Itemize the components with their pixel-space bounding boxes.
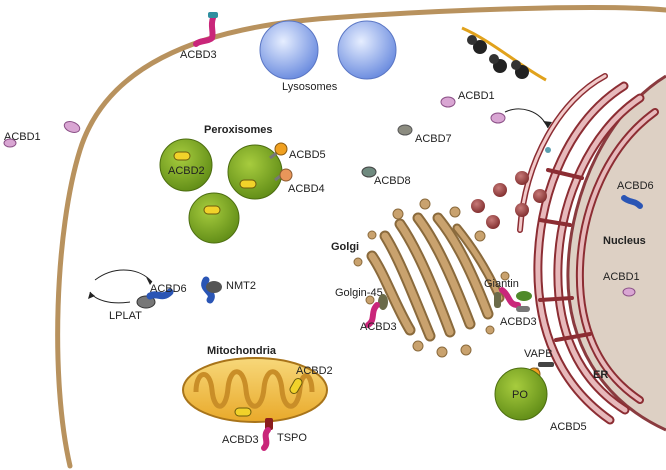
lysosomes-label: Lysosomes xyxy=(282,81,338,93)
microtubule-motors xyxy=(461,26,547,82)
acbd7-protein xyxy=(397,124,413,136)
vapb-label: VAPB xyxy=(524,348,553,360)
acbd4-protein xyxy=(274,168,293,182)
mitochondrion-cristae xyxy=(193,369,315,409)
transport-vesicles xyxy=(471,171,547,229)
lplat-arrow-bottom xyxy=(89,291,131,304)
acbd5-protein xyxy=(269,142,288,160)
acbd6-protein xyxy=(621,195,643,209)
acbd3-golgi-right-label: ACBD3 xyxy=(500,316,537,328)
acbd-protein-yellow xyxy=(203,205,221,215)
acbd2-perox-label: ACBD2 xyxy=(168,165,205,177)
lysosome xyxy=(337,20,397,80)
acbd2-protein xyxy=(173,151,191,161)
acbd1-protein xyxy=(622,287,636,297)
acbd-protein-yellow xyxy=(239,179,257,189)
lplat-arrowhead xyxy=(88,292,95,299)
acbd6-complex xyxy=(136,288,174,309)
acbd5-po-label: ACBD5 xyxy=(550,421,587,433)
peroxisome-po xyxy=(494,367,548,421)
acbd4-label: ACBD4 xyxy=(288,183,325,195)
acbd3-mito-label: ACBD3 xyxy=(222,434,259,446)
lplat-arrowhead xyxy=(146,277,152,285)
lysosome xyxy=(259,20,319,80)
giantin-acbd3-complex xyxy=(494,287,532,312)
acbd8-protein xyxy=(361,166,377,178)
peroxisome xyxy=(159,138,213,192)
import-arrowhead xyxy=(543,121,552,128)
po-label: PO xyxy=(512,389,528,401)
peroxisome xyxy=(227,144,283,200)
nmt2-label: NMT2 xyxy=(226,280,256,292)
golgin45-acbd3-complex xyxy=(365,294,388,328)
plasma-membrane xyxy=(55,5,666,469)
acbd3-top-label: ACBD3 xyxy=(180,49,217,61)
acbd7-label: ACBD7 xyxy=(415,133,452,145)
mitochondria-title: Mitochondria xyxy=(207,345,277,357)
acbd3-membrane-protein xyxy=(193,12,218,47)
acbd3-golgi-left-label: ACBD3 xyxy=(360,321,397,333)
tspo-label: TSPO xyxy=(277,432,307,444)
acbd2-protein xyxy=(289,378,303,394)
acbd1-mid-label: ACBD1 xyxy=(458,90,495,102)
giantin-label: Giantin xyxy=(484,278,519,290)
acbd5-perox-label: ACBD5 xyxy=(289,149,326,161)
lplat-label: LPLAT xyxy=(109,310,142,322)
nuclear-pore xyxy=(545,147,551,153)
acbd8-label: ACBD8 xyxy=(374,175,411,187)
acbd3-tspo-complex xyxy=(261,418,273,451)
acbd2-mito-label: ACBD2 xyxy=(296,365,333,377)
golgi-vesicles xyxy=(353,198,510,358)
peroxisomes-title: Peroxisomes xyxy=(204,124,272,136)
acbd6-nuc-label: ACBD6 xyxy=(617,180,654,192)
nmt2-complex xyxy=(201,276,222,304)
acbd1-protein xyxy=(440,96,456,108)
acbd1-nuc-label: ACBD1 xyxy=(603,271,640,283)
golgi-title: Golgi xyxy=(331,241,359,253)
lplat-arrow-top xyxy=(94,269,153,283)
peroxisome xyxy=(188,192,240,244)
er-label: ER xyxy=(593,369,608,381)
acbd1-protein xyxy=(3,138,17,148)
acbd-protein-yellow xyxy=(234,407,252,417)
import-arrow xyxy=(504,108,549,129)
acbd1-protein xyxy=(63,121,81,133)
acbd1-protein xyxy=(490,112,506,124)
golgi-apparatus xyxy=(366,212,505,342)
nucleus-label: Nucleus xyxy=(603,235,646,247)
acbd6-cyto-label: ACBD6 xyxy=(150,283,187,295)
golgin45-label: Golgin-45 xyxy=(335,287,383,299)
